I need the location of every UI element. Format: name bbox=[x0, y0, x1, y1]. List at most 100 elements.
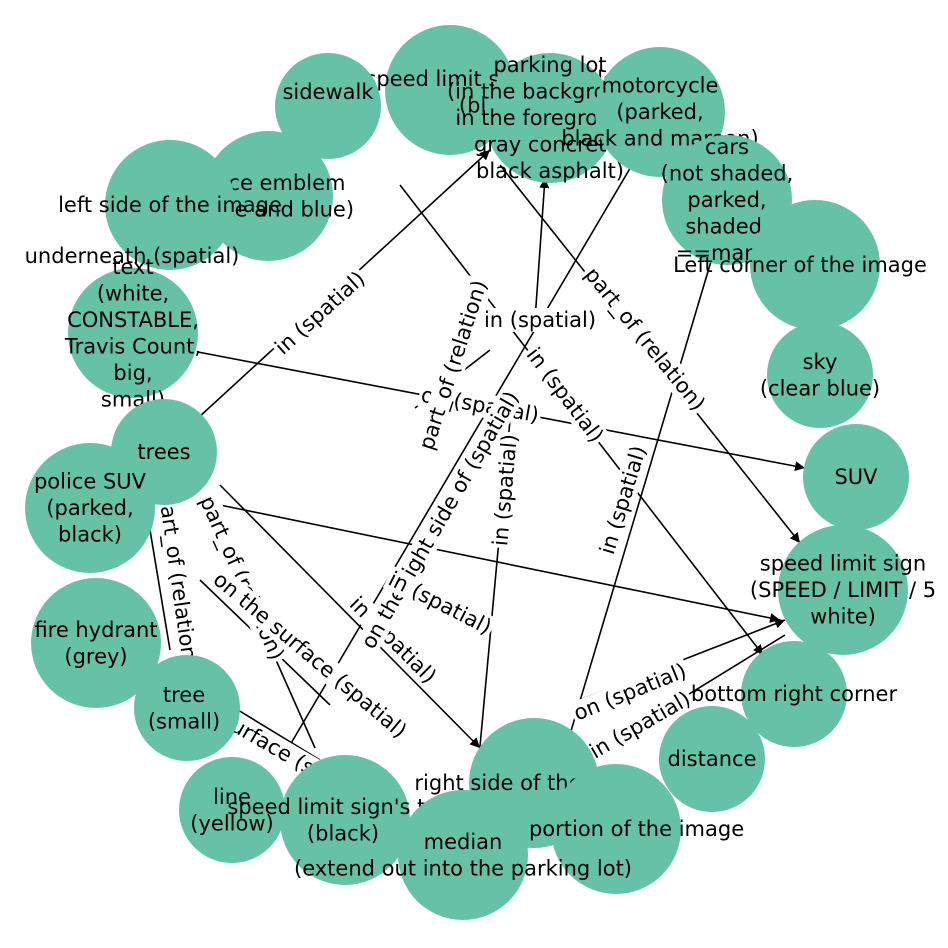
nodes-layer: speed limit sign's border(black)parking … bbox=[25, 25, 936, 920]
node-tree: tree(small) bbox=[134, 655, 240, 761]
edge-label-bg-e15 bbox=[568, 657, 692, 727]
node-label-line: underneath (spatial) bbox=[25, 244, 240, 268]
node-label-line: (black) bbox=[307, 821, 379, 845]
node-circle bbox=[750, 200, 880, 330]
node-label-line: (small) bbox=[148, 709, 220, 733]
node-label-line: trees bbox=[137, 440, 190, 464]
edge-line-e7 bbox=[289, 164, 633, 746]
edge-label-e1: in (spatial) bbox=[270, 267, 369, 360]
node-label-line: (yellow) bbox=[190, 811, 273, 835]
node-circle bbox=[275, 53, 381, 159]
node-circle bbox=[179, 757, 285, 863]
node-sky: sky(clear blue) bbox=[760, 322, 880, 428]
node-label-line: black) bbox=[58, 523, 122, 547]
node-label-line: (SPEED / LIMIT / 5 bbox=[750, 578, 936, 602]
node-label-line: big, bbox=[113, 361, 152, 385]
node-circle bbox=[31, 578, 161, 708]
edge-label-bg-e14 bbox=[583, 685, 697, 765]
node-circle bbox=[134, 655, 240, 761]
node-label-line: left side of the image bbox=[58, 193, 282, 217]
edge-line-e17 bbox=[237, 709, 321, 761]
node-police-suv: police SUV(parked, black) bbox=[25, 443, 155, 573]
node-left-side: left side of the image bbox=[58, 140, 282, 270]
node-label-line: (grey) bbox=[64, 644, 127, 668]
node-label-line: CONSTABLE, bbox=[67, 308, 199, 332]
node-motorcycle: motorcycle(parked,black and maroon) bbox=[561, 47, 759, 177]
node-top-portion: top portion of the image bbox=[488, 764, 744, 894]
node-label-line: (clear blue) bbox=[760, 376, 880, 400]
node-label-line: Left corner of the image bbox=[673, 253, 927, 277]
node-circle bbox=[68, 268, 198, 398]
node-speed-text: speed limit sign's text(black) bbox=[227, 755, 459, 885]
node-label-line: fire hydrant bbox=[34, 618, 157, 642]
node-text: text(white,CONSTABLE,Travis Count,big,sm… bbox=[64, 255, 201, 412]
node-circle bbox=[778, 525, 908, 655]
node-circle bbox=[25, 443, 155, 573]
node-circle bbox=[203, 131, 333, 261]
node-label-line: shaded, bbox=[685, 215, 768, 239]
edge-label-e4: in (spatial) bbox=[522, 343, 609, 447]
node-circle bbox=[485, 53, 615, 183]
node-label-line: parked, bbox=[687, 188, 766, 212]
node-label-line: (parked, bbox=[616, 100, 703, 124]
node-label-line: (parked, bbox=[46, 496, 133, 520]
edge-label-bg-e12 bbox=[152, 488, 203, 672]
node-label-line: sky bbox=[803, 350, 838, 374]
node-label-line: median bbox=[424, 830, 503, 854]
edge-line-e6 bbox=[219, 484, 481, 749]
node-fire-hydrant: fire hydrant(grey) bbox=[31, 578, 161, 708]
node-line: line(yellow) bbox=[179, 757, 285, 863]
edge-line-e12 bbox=[149, 529, 171, 651]
node-underneath: underneath (spatial) bbox=[25, 244, 240, 268]
node-sidewalk: sidewalk bbox=[275, 53, 381, 159]
edge-label-bg-e1 bbox=[268, 265, 372, 361]
edge-label-bg-e5 bbox=[481, 308, 599, 332]
edge-label-bg-e10 bbox=[382, 565, 498, 641]
node-left-corner: Left corner of the image bbox=[673, 200, 927, 330]
node-label-line: distance bbox=[668, 747, 757, 771]
node-label-line: Travis Count, bbox=[64, 334, 201, 358]
node-circle bbox=[803, 424, 909, 530]
edge-label-e3: part_of (relation) bbox=[579, 263, 710, 416]
node-label-line: text bbox=[112, 255, 153, 279]
node-circle bbox=[398, 790, 528, 920]
edge-label-bg-e6 bbox=[343, 590, 443, 690]
edge-label-bg-e4 bbox=[520, 341, 610, 449]
node-label-line: bottom right corner bbox=[691, 682, 898, 706]
node-label-line: SUV bbox=[834, 465, 878, 489]
node-circle bbox=[659, 706, 765, 812]
node-label-line: top portion of the image bbox=[488, 817, 744, 841]
node-circle bbox=[105, 140, 235, 270]
node-circle bbox=[551, 764, 681, 894]
node-label-line: speed limit sign bbox=[760, 552, 926, 576]
node-label-line: cars bbox=[705, 135, 749, 159]
node-label-line: line bbox=[213, 785, 251, 809]
edge-labels-layer: in (spatial)on (spatial)part_of (relatio… bbox=[151, 261, 712, 815]
edge-label-bg-e9 bbox=[594, 440, 652, 560]
edge-label-e5: in (spatial) bbox=[484, 308, 596, 332]
node-label-line: tree bbox=[163, 683, 205, 707]
node-speed-sign: speed limit sign(SPEED / LIMIT / 5 white) bbox=[750, 525, 936, 655]
edge-label-bg-e16 bbox=[207, 565, 413, 745]
node-label-line: police SUV bbox=[34, 470, 147, 494]
node-circle bbox=[385, 25, 515, 155]
node-suv: SUV bbox=[803, 424, 909, 530]
node-label-line: black asphalt) bbox=[476, 159, 624, 183]
edge-line-e9 bbox=[559, 257, 713, 769]
node-circle bbox=[595, 47, 725, 177]
edge-label-bg-e3 bbox=[577, 261, 712, 418]
node-circle bbox=[767, 322, 873, 428]
edge-label-bg-e8 bbox=[487, 431, 523, 549]
node-label-line: sidewalk bbox=[282, 80, 374, 104]
node-label-line: white) bbox=[810, 605, 876, 629]
node-label-line: (not shaded, bbox=[661, 162, 794, 186]
node-distance: distance bbox=[659, 706, 765, 812]
node-label-line: motorcycle bbox=[602, 74, 719, 98]
node-bottom-right: bottom right corner bbox=[691, 641, 898, 747]
edge-line-e10 bbox=[219, 504, 781, 623]
node-label-line: (white, bbox=[97, 281, 169, 305]
node-circle bbox=[280, 755, 410, 885]
node-median: median(extend out into the parking lot) bbox=[294, 790, 632, 920]
node-circle bbox=[741, 641, 847, 747]
